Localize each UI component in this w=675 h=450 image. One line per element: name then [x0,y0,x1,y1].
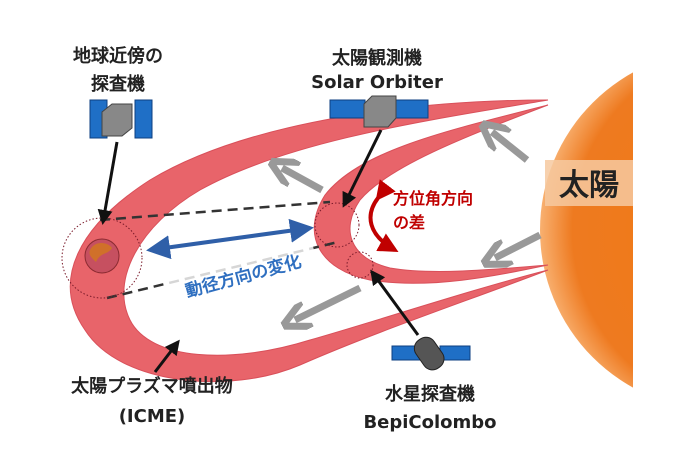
bepicolombo-icon [391,336,471,371]
azimuth-arrow [368,179,399,252]
pointer-arrows [97,129,420,373]
solar-orbiter-label-1: 太陽観測機 [332,47,422,69]
near-earth-spacecraft-icon [89,99,153,139]
bepi-region-circle [346,251,374,279]
radial-label-box [167,243,319,307]
icme-inner-loop [313,104,549,284]
bepi-label-2: BepiColombo [363,412,496,433]
sun-label-box [545,160,633,206]
icme-outer-loop [69,99,549,383]
icme-label-2: (ICME) [119,406,186,427]
earth-continents [89,243,112,262]
solar-orbiter-label-2: Solar Orbiter [311,72,443,93]
near-earth-label-2: 探査機 [91,73,145,95]
icme-label-1: 太陽プラズマ噴出物 [71,375,233,397]
azimuth-label-1: 方位角方向 [393,189,473,208]
sun [540,72,633,388]
expansion-arrows [282,132,542,320]
solar-orbiter-icon [329,95,429,128]
radial-arrow [146,218,314,260]
azimuth-label-2: の差 [393,213,425,232]
solar-orbiter-region-circle [314,202,360,248]
bepi-label-1: 水星探査機 [385,383,475,405]
sun-label: 太陽 [559,168,619,203]
near-earth-label-1: 地球近傍の [73,45,163,67]
earth-region-circle [61,217,143,299]
